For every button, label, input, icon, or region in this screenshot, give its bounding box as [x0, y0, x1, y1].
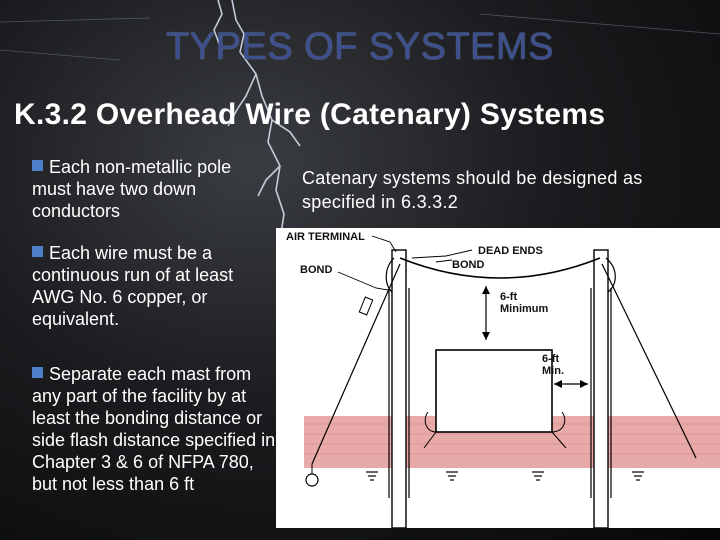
right-pole	[593, 249, 609, 528]
left-pole	[391, 249, 407, 528]
bullet-text: Separate each mast from any part of the …	[32, 364, 276, 494]
bond-right-label: BOND	[452, 259, 484, 271]
bullet-text: Each non-metallic pole must have two dow…	[32, 157, 232, 221]
dead-ends-label: DEAD ENDS	[478, 245, 543, 257]
bullet-square-icon	[32, 160, 43, 171]
bullet-square-icon	[32, 367, 43, 378]
six-ft-label-2: 6-ft	[542, 353, 559, 365]
catenary-note: Catenary systems should be designed as s…	[302, 168, 643, 212]
slide-title: TYPES OF SYSTEMS	[165, 26, 555, 68]
six-ft-label-2b: Min.	[542, 365, 564, 377]
catenary-diagram: AIR TERMINAL DEAD ENDS BOND BOND 6-ft Mi…	[276, 228, 720, 528]
bullet-item: Each wire must be a continuous run of at…	[32, 242, 264, 330]
protected-structure	[435, 349, 553, 433]
six-ft-label-1: 6-ft	[500, 291, 517, 303]
bullet-item: Each non-metallic pole must have two dow…	[32, 156, 260, 222]
six-ft-label-1b: Minimum	[500, 303, 548, 315]
bullet-square-icon	[32, 246, 43, 257]
catenary-wire	[399, 257, 601, 279]
air-terminal-label: AIR TERMINAL	[286, 231, 365, 243]
bullet-item: Separate each mast from any part of the …	[32, 363, 276, 495]
bullet-text: Each wire must be a continuous run of at…	[32, 243, 234, 329]
bond-left-label: BOND	[300, 264, 332, 276]
slide-subtitle: K.3.2 Overhead Wire (Catenary) Systems	[14, 98, 606, 131]
